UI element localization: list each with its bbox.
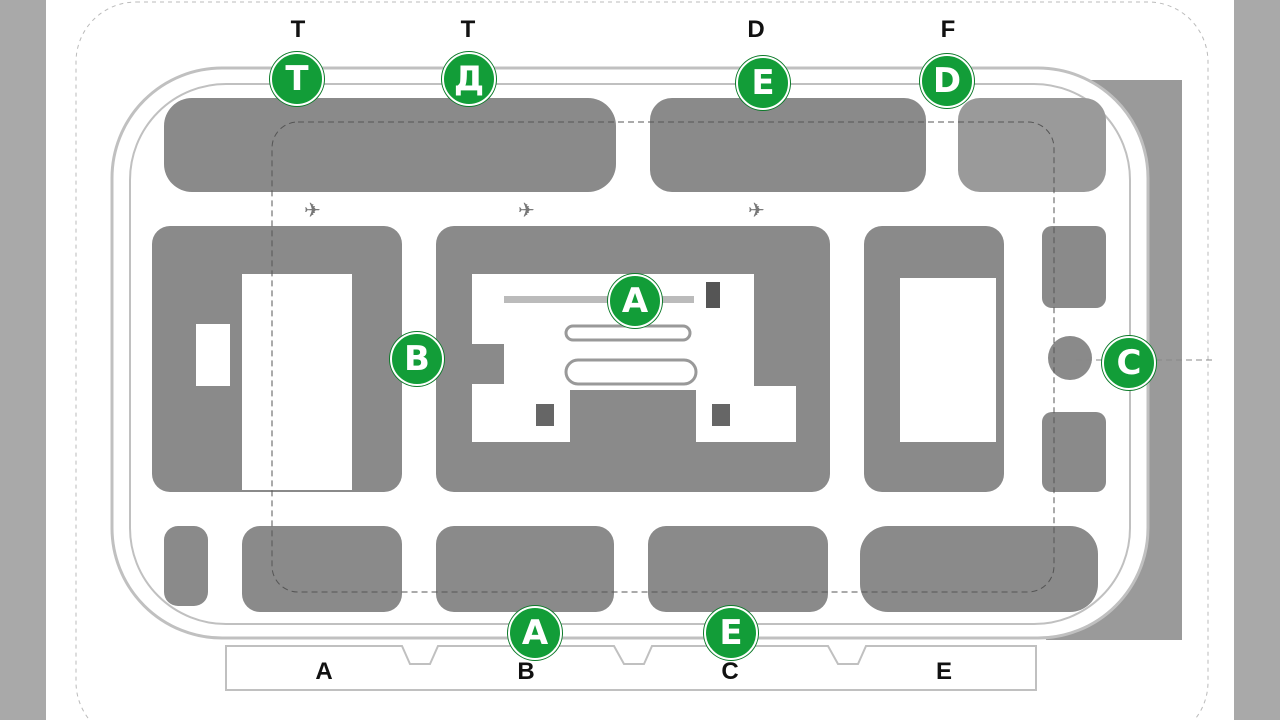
block-bottom-5 <box>860 526 1098 612</box>
block-top-1 <box>164 98 616 192</box>
top-letter-3: D <box>747 16 765 43</box>
map-drawing <box>75 1 1216 720</box>
building-west-annex <box>196 324 230 386</box>
shop-icon-right <box>712 404 730 426</box>
marker-b-left[interactable]: B <box>390 332 444 386</box>
round-plaza <box>1048 336 1092 380</box>
bottom-letter-a: A <box>315 658 333 685</box>
block-bottom-4 <box>648 526 828 612</box>
airplane-icon: ✈ <box>518 198 535 222</box>
bottom-letter-b: B <box>517 658 535 685</box>
outer-boundary <box>75 1 1209 720</box>
top-letter-1: T <box>290 16 306 43</box>
block-mid-4-top <box>1042 226 1106 308</box>
block-top-3 <box>958 98 1106 192</box>
building-east <box>900 278 996 442</box>
block-bottom-2 <box>242 526 402 612</box>
airplane-icon: ✈ <box>304 198 321 222</box>
marker-a-center[interactable]: A <box>608 274 662 328</box>
marker-d-top[interactable]: D <box>920 54 974 108</box>
marker-t-1[interactable]: T <box>270 52 324 106</box>
top-letter-4: F <box>940 16 956 43</box>
marker-t-2[interactable]: Д <box>442 52 496 106</box>
terminal-sign <box>706 282 720 308</box>
bottom-letter-c: C <box>721 658 739 685</box>
marker-c-right[interactable]: C <box>1102 336 1156 390</box>
block-bottom-3 <box>436 526 614 612</box>
marker-e-top[interactable]: E <box>736 56 790 110</box>
map-canvas: T T D F A B C E ✈ ✈ ✈ T Д E D A B C A E <box>46 0 1234 720</box>
marker-a-bottom[interactable]: A <box>508 606 562 660</box>
building-west <box>242 274 352 490</box>
bottom-letter-e: E <box>935 658 952 685</box>
shop-icon-left <box>536 404 554 426</box>
marker-e-bottom[interactable]: E <box>704 606 758 660</box>
block-bottom-1 <box>164 526 208 606</box>
top-letter-2: T <box>460 16 476 43</box>
block-top-2 <box>650 98 926 192</box>
dashed-route <box>271 121 1055 593</box>
terminal-bridge <box>564 358 698 386</box>
block-mid-4-bottom <box>1042 412 1106 492</box>
central-terminal <box>472 274 796 442</box>
terminal-bar <box>504 296 694 303</box>
gate-tabs <box>225 645 1037 691</box>
airplane-icon: ✈ <box>748 198 765 222</box>
